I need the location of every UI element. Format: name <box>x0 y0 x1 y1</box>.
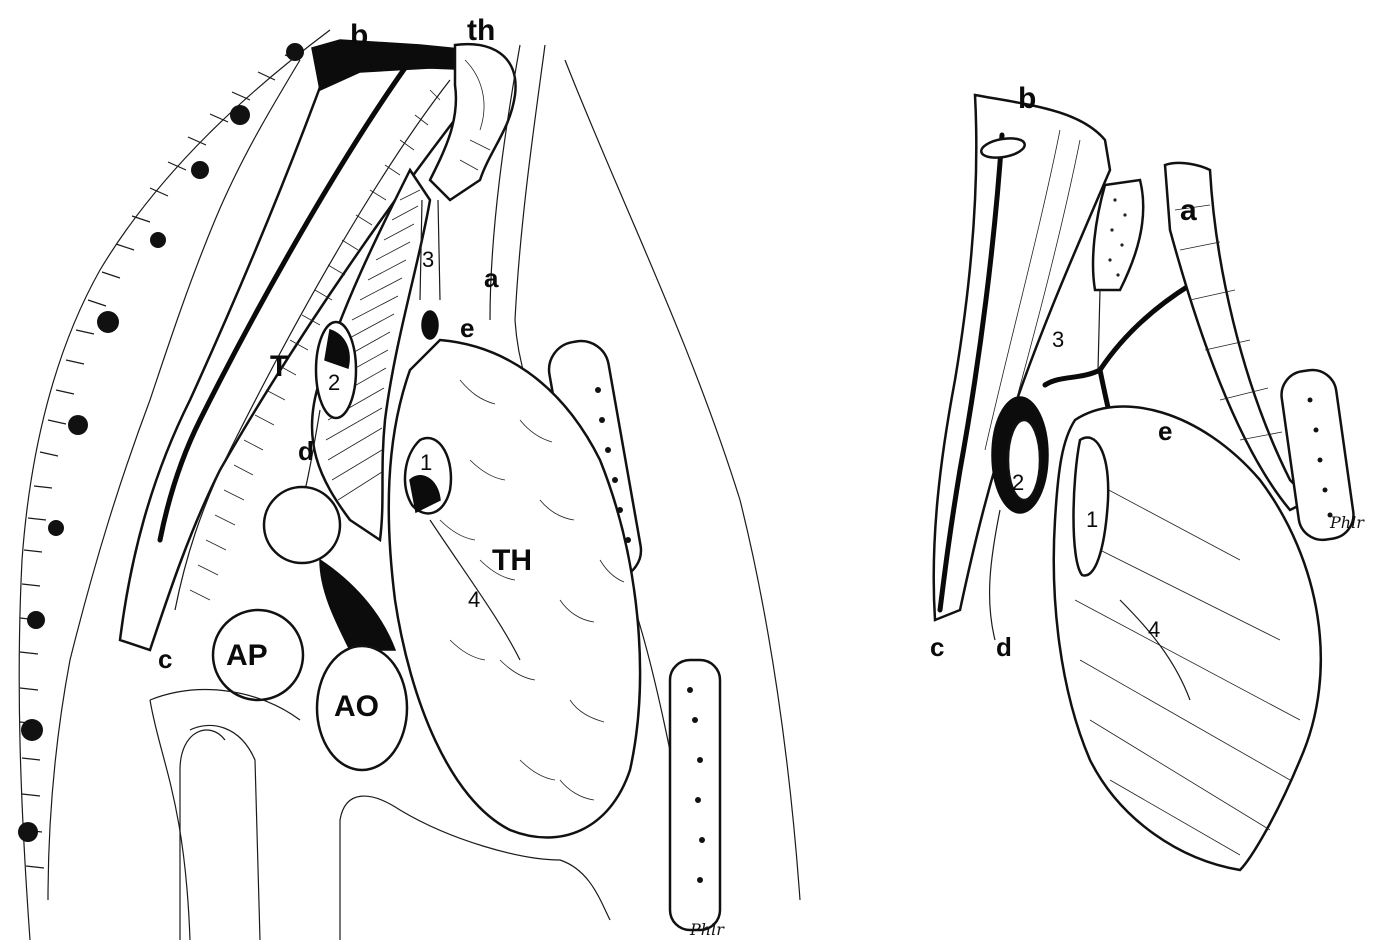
left-label-AP: AP <box>226 639 268 672</box>
right-label-c: c <box>930 632 944 662</box>
left-label-AO: AO <box>334 690 379 723</box>
left-label-e: e <box>460 313 474 343</box>
right-label-b: b <box>1018 82 1036 115</box>
left-label-th: th <box>467 14 495 47</box>
right-label-d: d <box>996 632 1012 662</box>
right-node-2 <box>990 397 1048 640</box>
left-signature: Phlr <box>689 920 725 939</box>
right-stippled-gland <box>1093 180 1143 290</box>
right-label-a: a <box>1180 194 1197 227</box>
right-label-3: 3 <box>1052 327 1064 352</box>
skin-stipple-clusters <box>18 43 304 842</box>
left-label-TH: TH <box>492 544 532 577</box>
right-label-2: 2 <box>1012 470 1024 495</box>
right-label-e: e <box>1158 416 1172 446</box>
right-label-1: 1 <box>1086 507 1098 532</box>
left-label-T: T <box>270 350 288 383</box>
left-label-3: 3 <box>422 247 434 272</box>
left-label-c: c <box>158 644 172 674</box>
left-label-d: d <box>298 436 314 466</box>
left-label-b: b <box>350 19 368 52</box>
left-label-2: 2 <box>328 370 340 395</box>
right-anatomical-section <box>934 95 1357 870</box>
left-label-1: 1 <box>420 450 432 475</box>
left-label-a: a <box>484 263 499 293</box>
right-label-4: 4 <box>1148 617 1160 642</box>
left-label-4: 4 <box>468 587 480 612</box>
left-anatomical-section <box>18 30 800 940</box>
right-signature: Phlr <box>1329 513 1365 532</box>
